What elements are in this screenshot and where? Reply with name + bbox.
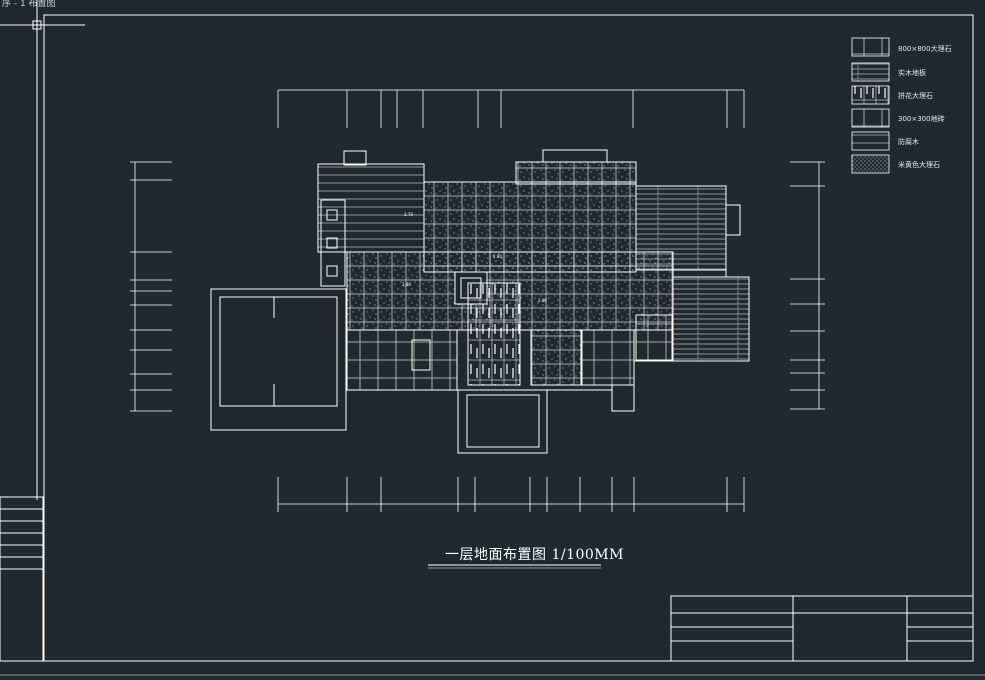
terrace-deck <box>317 163 425 253</box>
bottom-dimension-chain <box>277 477 745 512</box>
bedroom-wood-1 <box>635 185 727 271</box>
svg-text:2.80: 2.80 <box>493 254 502 259</box>
left-revision-strip <box>0 496 44 662</box>
svg-text:2.80: 2.80 <box>402 282 411 287</box>
legend-label: 米黄色大理石 <box>898 161 940 169</box>
top-dimension-chain <box>277 89 745 128</box>
legend-label: 800×800大理石 <box>898 45 952 53</box>
legend-label: 实木地板 <box>898 69 926 77</box>
drawing-title: 一层地面布置图 1/100MM <box>445 547 624 563</box>
legend-label: 300×300地砖 <box>898 115 945 123</box>
legend-swatches <box>851 37 890 174</box>
crosshair-cursor-icon <box>0 0 85 500</box>
legend-label: 防腐木 <box>898 138 919 146</box>
feature-marble <box>467 282 521 386</box>
title-block <box>670 595 974 662</box>
drawing-tab[interactable]: 序 - 1 布置图 <box>2 0 56 9</box>
floor-plan <box>210 149 750 454</box>
left-dimension-chain <box>130 161 172 412</box>
garage <box>210 288 347 431</box>
right-dimension-chain <box>790 161 825 410</box>
entrance-porch <box>457 389 548 454</box>
legend-label: 拼花大理石 <box>898 92 933 100</box>
svg-text:2.80: 2.80 <box>538 298 547 303</box>
bedroom-wood-2 <box>672 276 750 362</box>
svg-text:2.70: 2.70 <box>404 212 413 217</box>
